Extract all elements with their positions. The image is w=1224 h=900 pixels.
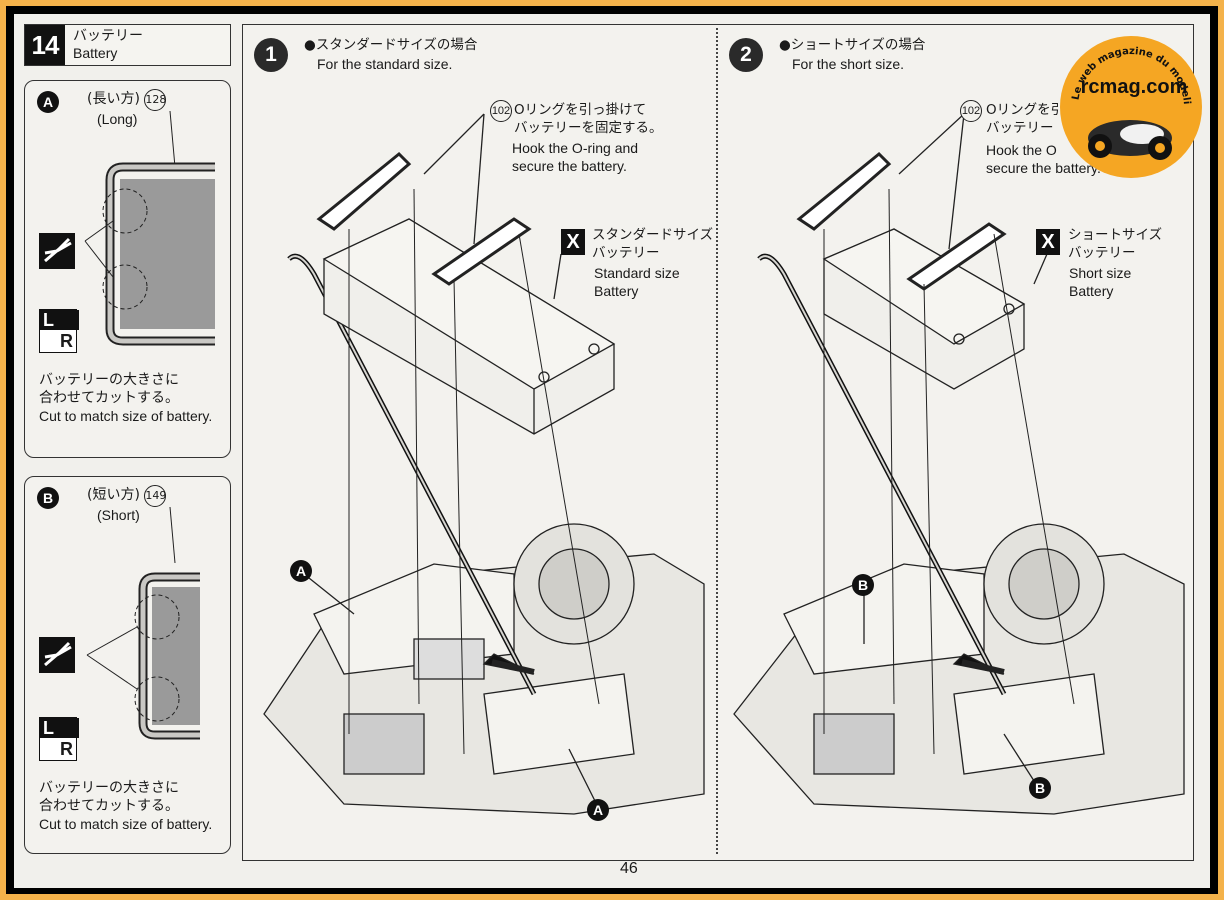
panel-a-note-jp-1: バッテリーの大きさに	[39, 372, 179, 388]
battery-holder-short-drawing	[86, 506, 200, 740]
part-number-badge: 149	[144, 485, 167, 507]
sub-step-1: 1	[254, 38, 288, 72]
right-battery-en-1: Short size	[1069, 265, 1132, 281]
right-oring-jp-2: バッテリー	[986, 120, 1054, 136]
x-battery-icon: X	[1036, 229, 1060, 255]
right-heading-jp: ●ショートサイズの場合	[779, 37, 926, 53]
panel-b-note-en: Cut to match size of battery.	[39, 816, 213, 832]
panel-a-note-en: Cut to match size of battery.	[39, 408, 213, 424]
right-battery-jp-2: バッテリー	[1068, 245, 1136, 261]
part-number-badge: 128	[144, 89, 167, 111]
right-oring-en-2: secure the battery.	[986, 160, 1101, 176]
part-number-badge: 102	[490, 100, 512, 122]
part-number-badge: 102	[960, 100, 982, 122]
badge-b: B	[37, 487, 59, 509]
panel-b-length-jp: (短い方) 149	[87, 485, 167, 507]
page-number: 46	[620, 860, 638, 877]
logo-text: rcmag.com	[1080, 76, 1188, 98]
x-battery-icon: X	[561, 229, 585, 255]
panel-b-length-en: (Short)	[97, 507, 140, 523]
marker-a-1: A	[290, 560, 312, 582]
nippers-icon	[39, 637, 75, 673]
panel-a-length-en: (Long)	[97, 111, 138, 127]
panel-b: B (短い方) 149 (Short) L R バッテリーの大きさに 合わせてカ…	[24, 476, 231, 854]
left-battery-jp-1: スタンダードサイズ	[592, 227, 714, 243]
right-heading-en: For the short size.	[792, 56, 905, 72]
panel-a-note-jp-2: 合わせてカットする。	[39, 390, 179, 406]
rcmag-logo: Le web magazine du modelisme rcmag.com	[1055, 28, 1202, 178]
left-oring-jp-2: バッテリーを固定する。	[514, 120, 663, 136]
right-oring-jp-1: Oリングを引	[986, 102, 1065, 118]
left-battery-en-2: Battery	[594, 283, 639, 299]
right-oring-en-1: Hook the O	[986, 142, 1057, 158]
step-number: 14	[25, 25, 65, 65]
panel-a: A (長い方) 128 (Long) L R バッテリーの大きさに 合わせてカッ…	[24, 80, 231, 458]
battery-holder-long-drawing	[84, 110, 215, 346]
manual-page: 14 バッテリー Battery A (長い方) 128 (Long) L R …	[14, 14, 1210, 888]
left-battery-jp-2: バッテリー	[592, 245, 660, 261]
left-right-icon: L R	[39, 717, 79, 761]
left-oring-jp-1: Oリングを引っ掛けて	[514, 102, 647, 118]
right-battery-jp-1: ショートサイズ	[1068, 227, 1163, 243]
nippers-icon	[39, 233, 75, 269]
step-header: 14 バッテリー Battery	[24, 24, 231, 66]
divider	[716, 28, 718, 854]
chassis-standard-drawing	[263, 113, 1185, 815]
left-battery-en-1: Standard size	[594, 265, 680, 281]
badge-a: A	[37, 91, 59, 113]
left-heading-jp: ●スタンダードサイズの場合	[304, 37, 478, 53]
left-oring-en-1: Hook the O-ring and	[512, 140, 639, 156]
right-battery-en-2: Battery	[1069, 283, 1114, 299]
sub-step-2: 2	[729, 38, 763, 72]
marker-b-1: B	[852, 574, 874, 596]
marker-b-2: B	[1029, 777, 1051, 799]
left-heading-en: For the standard size.	[317, 56, 453, 72]
left-right-icon: L R	[39, 309, 79, 353]
step-title-en: Battery	[73, 45, 118, 61]
left-oring-en-2: secure the battery.	[512, 158, 627, 174]
marker-a-2: A	[587, 799, 609, 821]
panel-b-note-jp-2: 合わせてカットする。	[39, 798, 179, 814]
panel-b-note-jp-1: バッテリーの大きさに	[39, 780, 179, 796]
step-title-jp: バッテリー	[73, 28, 143, 44]
panel-a-length-jp: (長い方) 128	[87, 89, 167, 111]
